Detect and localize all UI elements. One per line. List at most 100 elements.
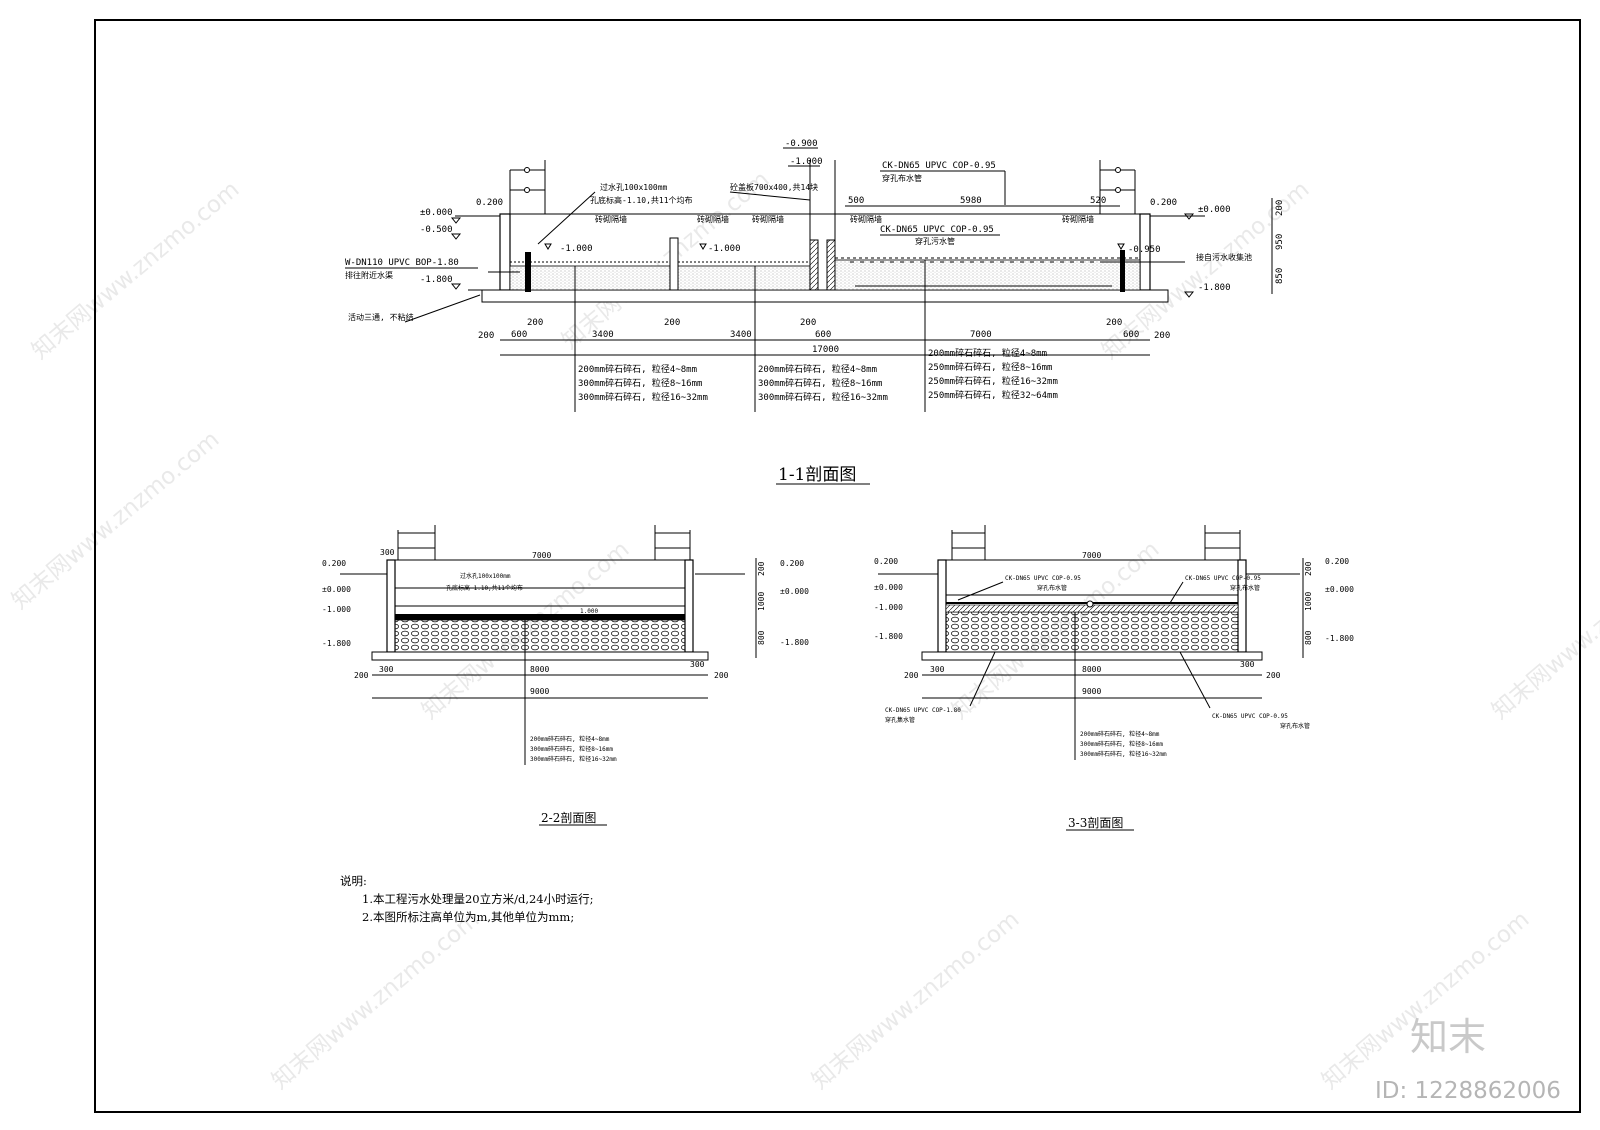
pipe-label: CK-DN65 UPVC COP-0.95	[1185, 575, 1261, 582]
layer-label: 300mm碎石碎石, 粒径16~32mm	[530, 755, 617, 763]
dimension-label: 7000	[1082, 551, 1101, 560]
image-id-label: ID: 1228862006	[1375, 1078, 1561, 1104]
pipe-label: W-DN110 UPVC BOP-1.80	[345, 258, 459, 268]
wall-label: 砖砌隔墙	[697, 214, 729, 224]
layer-label: 300mm碎石碎石, 粒径8~16mm	[758, 377, 882, 389]
wall-label: 砖砌隔墙	[1062, 214, 1094, 224]
dimension-label: 200	[1275, 200, 1285, 216]
pipe-note: 穿孔布水管	[882, 173, 922, 183]
watermark-logo: 知末	[1410, 1015, 1486, 1059]
section-title: 3-3剖面图	[1068, 816, 1123, 830]
filter-hole-label: 过水孔100x100mm	[600, 182, 668, 192]
elevation-label: -0.500	[420, 225, 453, 235]
elevation-label: -1.800	[874, 632, 903, 641]
dimension-label: 600	[511, 330, 527, 340]
dimension-label: 300	[1240, 660, 1255, 669]
layer-label: 200mm碎石碎石, 粒径4~8mm	[928, 347, 1047, 359]
section-title: 2-2剖面图	[541, 811, 596, 825]
dimension-label: 7000	[970, 330, 992, 340]
pipe-note: 穿孔污水管	[915, 236, 955, 246]
dimension-label: 600	[815, 330, 831, 340]
notes-heading: 说明:	[340, 874, 367, 888]
dimension-label: 300	[690, 660, 705, 669]
pipe-label: CK-DN65 UPVC COP-0.95	[880, 225, 994, 235]
notes-block: 说明: 1.本工程污水处理量20立方米/d,24小时运行; 2.本图所标注高单位…	[340, 874, 594, 924]
layer-label: 250mm碎石碎石, 粒径16~32mm	[928, 375, 1058, 387]
inlet-label: 接自污水收集池	[1196, 252, 1252, 262]
hole-elevation-label: 孔底标高-1.10,共11个均布	[590, 195, 693, 205]
dimension-total: 9000	[1082, 687, 1101, 696]
layer-label: 300mm碎石碎石, 粒径16~32mm	[578, 391, 708, 403]
layer-label: 300mm碎石碎石, 粒径8~16mm	[578, 377, 702, 389]
dimension-label: 1000	[1304, 592, 1313, 611]
dimension-label: 300	[380, 548, 395, 557]
elevation-label: ±0.000	[420, 208, 453, 218]
dimension-label: 3400	[592, 330, 614, 340]
level-mark: -0.950	[1128, 245, 1161, 255]
wall-label: 砖砌隔墙	[752, 214, 784, 224]
dimension-label: 300	[379, 665, 394, 674]
layer-label: 250mm碎石碎石, 粒径8~16mm	[928, 361, 1052, 373]
pipe-note: 穿孔布水管	[1230, 584, 1260, 592]
dimension-label: 5980	[960, 196, 982, 206]
dimension-label: 800	[1304, 630, 1313, 645]
level-mark: -1.000	[560, 244, 593, 254]
pipe-note: 穿孔布水管	[1037, 584, 1067, 592]
wall-label: 砖砌隔墙	[850, 214, 882, 224]
watermark-text: 知末网www.znzmo.com	[267, 906, 484, 1094]
elevation-label: ±0.000	[322, 585, 351, 594]
dimension-label: 200	[904, 671, 919, 680]
hole-elevation-label: 孔底标高-1.10,共11个均布	[446, 584, 523, 592]
pipe-note: 穿孔集水管	[885, 716, 915, 724]
layer-label: 200mm碎石碎石, 粒径4~8mm	[1080, 730, 1160, 738]
elevation-label: -1.000	[874, 603, 903, 612]
elevation-label: -1.800	[420, 275, 453, 285]
watermark-text: 知末网www.znzmo.com	[27, 176, 244, 364]
section-2-2: 0.200 ±0.000 -1.000 -1.800 0.200 ±0.000 …	[322, 525, 809, 826]
layer-label: 200mm碎石碎石, 粒径4~8mm	[578, 363, 697, 375]
dimension-label: 200	[354, 671, 369, 680]
level-mark: -0.900	[785, 139, 818, 149]
dimension-label: 1000	[757, 592, 766, 611]
dimension-label: 200	[714, 671, 729, 680]
dimension-label: 500	[848, 196, 864, 206]
section-title: 1-1剖面图	[778, 465, 856, 485]
dimension-label: 200	[1154, 331, 1170, 341]
watermark-text: 知末网www.znzmo.com	[7, 426, 224, 614]
layer-label: 300mm碎石碎石, 粒径16~32mm	[758, 391, 888, 403]
cover-slab-label: 砼盖板700x400,共14块	[730, 182, 818, 192]
elevation-label: -1.800	[780, 638, 809, 647]
level-mark: -1.000	[790, 157, 823, 167]
watermark-text: 知末网www.znzmo.com	[807, 906, 1024, 1094]
level-mark: 1.000	[580, 608, 598, 615]
filter-hole-label: 过水孔100x100mm	[460, 572, 511, 580]
level-mark: -1.000	[708, 244, 741, 254]
elevation-label: 0.200	[874, 557, 898, 566]
elevation-label: ±0.000	[874, 583, 903, 592]
dimension-label: 520	[1090, 196, 1106, 206]
dimension-label: 600	[1123, 330, 1139, 340]
pipe-label: CK-DN65 UPVC COP-0.95	[1005, 575, 1081, 582]
elevation-label: -1.800	[1198, 283, 1231, 293]
elevation-label: -1.000	[322, 605, 351, 614]
tee-note: 活动三通, 不粘结	[348, 312, 414, 322]
dimension-label: 950	[1275, 234, 1285, 250]
dimension-label: 200	[800, 318, 816, 328]
layer-label: 250mm碎石碎石, 粒径32~64mm	[928, 389, 1058, 401]
elevation-label: -1.800	[1325, 634, 1354, 643]
dimension-label: 200	[664, 318, 680, 328]
elevation-label: ±0.000	[1198, 205, 1231, 215]
pipe-label: CK-DN65 UPVC COP-1.80	[885, 707, 961, 714]
elevation-label: 0.200	[1150, 198, 1177, 208]
pipe-label: CK-DN65 UPVC COP-0.95	[1212, 713, 1288, 720]
layer-label: 300mm碎石碎石, 粒径16~32mm	[1080, 750, 1167, 758]
pipe-label: CK-DN65 UPVC COP-0.95	[882, 161, 996, 171]
layer-label: 200mm碎石碎石, 粒径4~8mm	[758, 363, 877, 375]
watermark-text: 知末网www.znzmo.com	[1487, 536, 1600, 724]
layer-label: 200mm碎石碎石, 粒径4~8mm	[530, 735, 610, 743]
dimension-label: 300	[930, 665, 945, 674]
layer-label: 300mm碎石碎石, 粒径8~16mm	[530, 745, 613, 753]
elevation-label: 0.200	[780, 559, 804, 568]
dimension-label: 200	[1304, 561, 1313, 576]
dimension-total: 9000	[530, 687, 549, 696]
